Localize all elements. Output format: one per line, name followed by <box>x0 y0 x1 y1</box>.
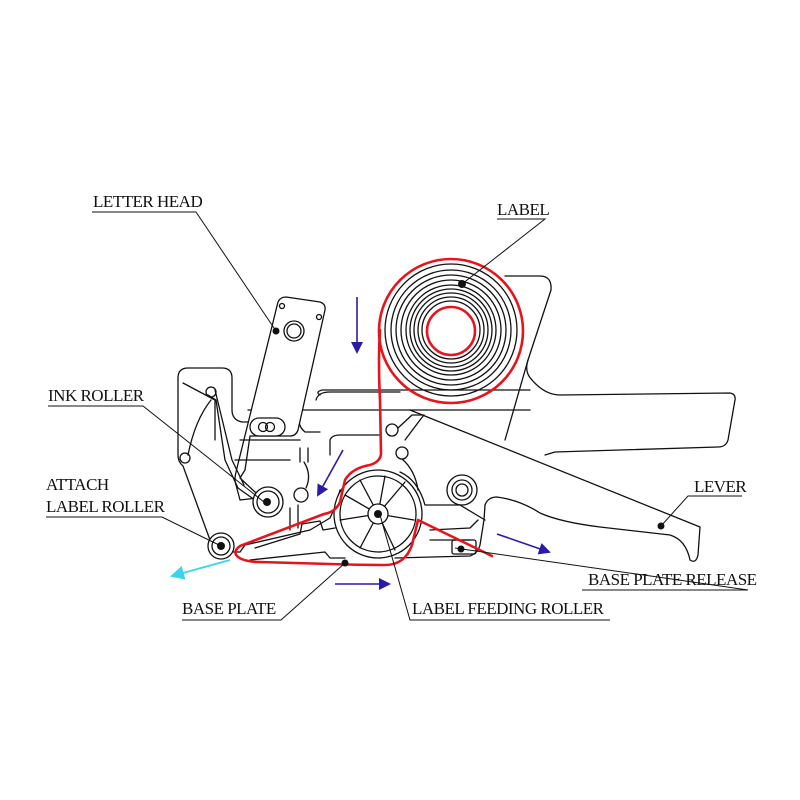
label-feeding-roller <box>333 469 486 559</box>
ink-roller-arm <box>179 386 253 499</box>
label-roll <box>377 257 525 405</box>
text-labels: LETTER HEAD LABEL INK ROLLER ATTACH LABE… <box>46 192 757 618</box>
ink-roller-label: INK ROLLER <box>48 386 145 405</box>
attach-label-roller-label-1: ATTACH <box>46 475 109 494</box>
letter-head-plate <box>234 296 326 501</box>
letter-head-label: LETTER HEAD <box>93 192 202 211</box>
release-arrow <box>496 533 551 555</box>
label-roll-core <box>425 305 477 357</box>
label-exit-arrow <box>170 559 231 580</box>
label-label: LABEL <box>497 200 549 219</box>
base-plate-release-label: BASE PLATE RELEASE <box>588 570 757 589</box>
flow-arrows <box>170 297 551 590</box>
attach-label-roller-label-2: LABEL ROLLER <box>46 497 166 516</box>
pin-roller <box>446 474 478 506</box>
base-plate-label: BASE PLATE <box>182 599 276 618</box>
leader-lines <box>46 211 749 621</box>
label-path <box>234 328 494 567</box>
label-feeding-roller-label: LABEL FEEDING ROLLER <box>412 599 605 618</box>
lever-label: LEVER <box>694 477 747 496</box>
label-feed-arrow <box>317 449 344 497</box>
ink-roller <box>252 486 284 518</box>
